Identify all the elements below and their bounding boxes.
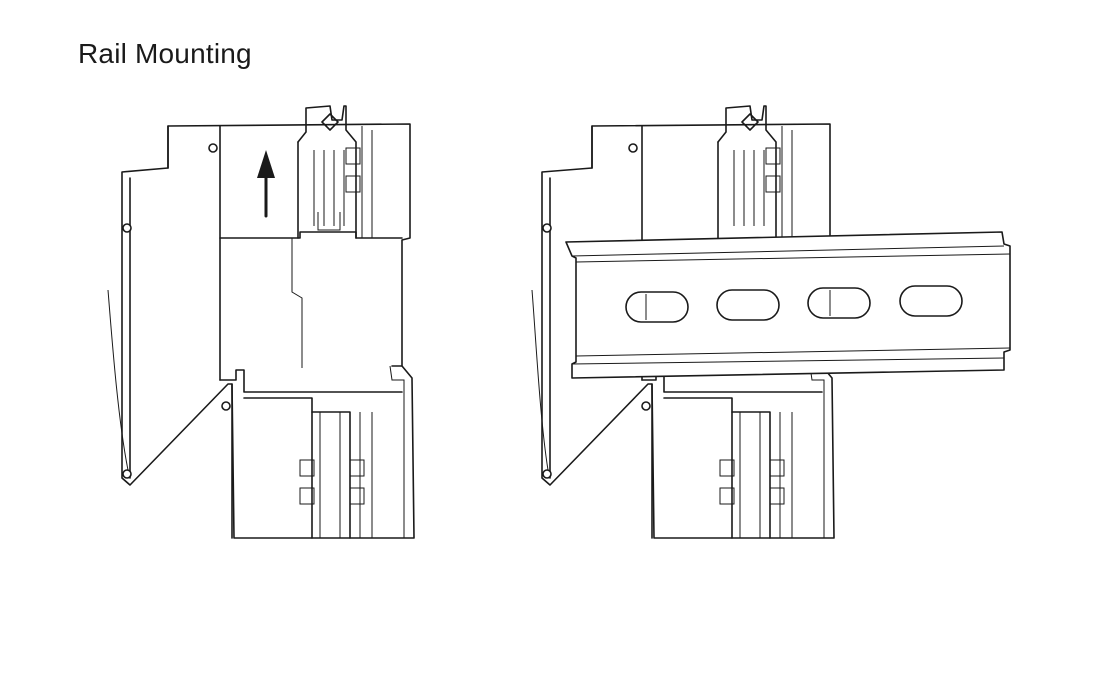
din-rail bbox=[565, 231, 1011, 379]
screw-icon bbox=[542, 143, 651, 479]
rail-slot bbox=[625, 291, 689, 323]
arrow-up-icon bbox=[257, 150, 275, 218]
lower-terminal-clip bbox=[719, 411, 793, 539]
device-before-rail bbox=[107, 105, 415, 539]
page-title: Rail Mounting bbox=[78, 38, 252, 69]
screw-icon bbox=[122, 143, 231, 479]
device-housing bbox=[121, 123, 415, 539]
rail-slot bbox=[899, 285, 963, 317]
rail-slot bbox=[807, 287, 871, 319]
upper-terminal-clip bbox=[717, 105, 793, 239]
device-on-din-rail bbox=[531, 105, 1011, 539]
upper-terminal-clip bbox=[297, 105, 373, 239]
lower-terminal-clip bbox=[299, 411, 373, 539]
rail-slot bbox=[716, 289, 780, 321]
